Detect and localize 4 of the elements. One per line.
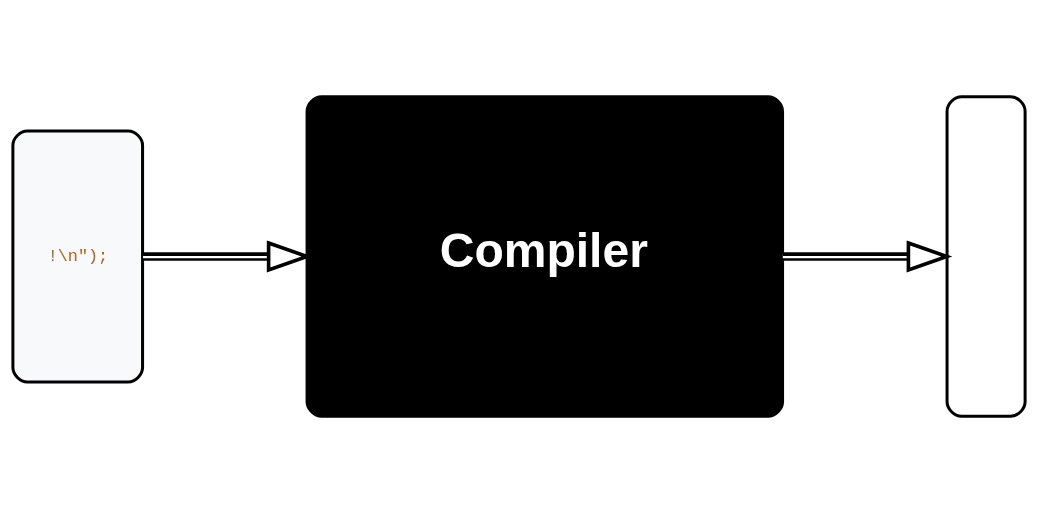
node-box — [945, 95, 1027, 418]
node-box: !\n"); — [11, 129, 145, 384]
node-box: Compiler — [305, 95, 785, 418]
arrow — [782, 240, 953, 273]
